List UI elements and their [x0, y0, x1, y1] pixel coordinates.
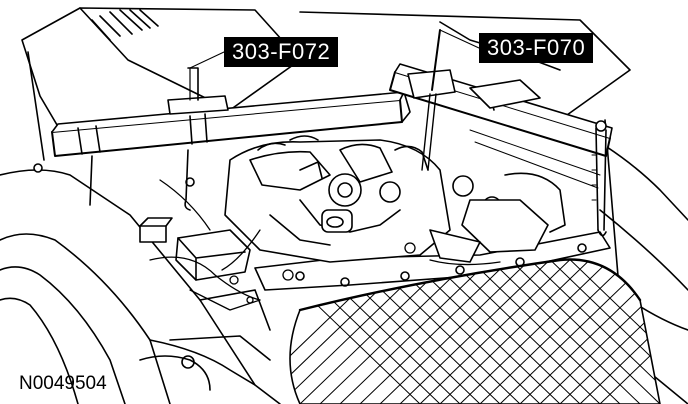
grille [289, 258, 661, 404]
left-fender [0, 169, 281, 404]
callout-label-303-f072: 303-F072 [224, 37, 339, 67]
figure-id: N0049504 [19, 373, 107, 394]
callout-label-303-f070: 303-F070 [479, 33, 594, 63]
engine [224, 135, 451, 263]
engine-support-bar-303-f070 [389, 29, 613, 237]
leader-line-f072 [189, 51, 225, 69]
battery [139, 217, 251, 281]
leader-line-f070 [439, 29, 480, 49]
reservoirs [429, 172, 566, 263]
hood-prop-bolt [33, 163, 43, 173]
engine-support-bar-303-f072 [51, 67, 411, 211]
hoses [149, 179, 501, 311]
hood-prop-rod [27, 51, 45, 161]
